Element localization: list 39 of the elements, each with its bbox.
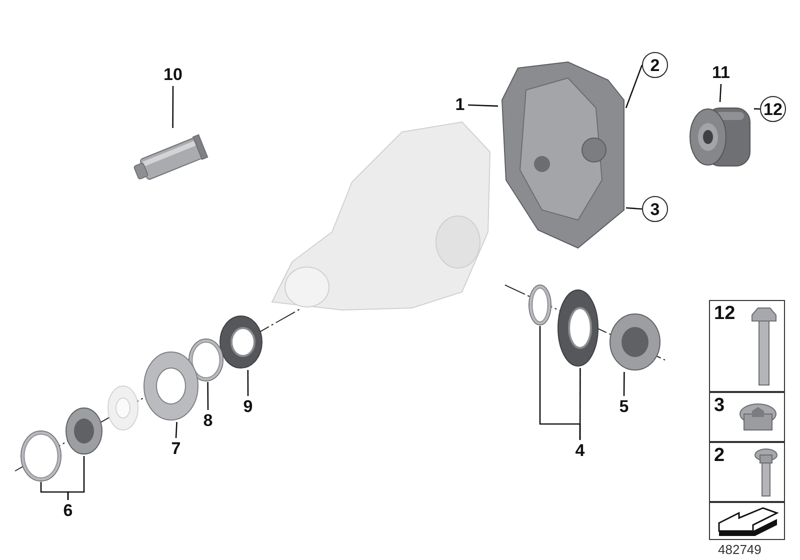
leader-line [172,86,174,128]
o-ring-drawing [528,284,552,326]
leader-line [67,456,85,500]
callout-number: 12 [760,96,786,122]
parts-panel-cell [709,300,785,392]
callout-number: 12 [714,303,736,325]
callout-number: 4 [572,440,588,462]
sealing-ring-drawing [20,430,62,482]
callout-number: 1 [452,94,468,116]
parts-panel-cell [709,502,785,540]
callout-number: 11 [708,62,734,84]
shaft-seal-drawing [556,288,600,368]
callout-number: 3 [642,196,668,222]
callout-number: 5 [616,396,632,418]
leader-line [468,104,498,107]
callout-number: 3 [714,395,725,417]
leader-line [207,382,209,410]
leader-line [247,370,249,396]
parts-panel-cell [709,392,785,442]
collar-nut-drawing [64,406,104,456]
bearing-race-drawing [142,350,200,422]
callout-number: 2 [714,445,725,467]
callout-number: 6 [60,500,76,522]
leader-line [626,207,642,210]
leader-line [579,368,581,440]
callout-number: 9 [240,396,256,418]
leader-line [754,108,760,110]
callout-number: 2 [642,52,668,78]
leader-line [623,372,625,396]
threaded-ring-drawing [608,312,662,372]
reference-number: 482749 [718,542,762,557]
parts-panel-cell [709,442,785,502]
callout-number: 7 [168,438,184,460]
leader-line [625,64,643,108]
callout-number: 8 [200,410,216,432]
shaft-seal-drawing [218,314,264,370]
leader-line [175,422,178,438]
callout-number: 10 [161,64,185,86]
leader-line [719,84,722,102]
